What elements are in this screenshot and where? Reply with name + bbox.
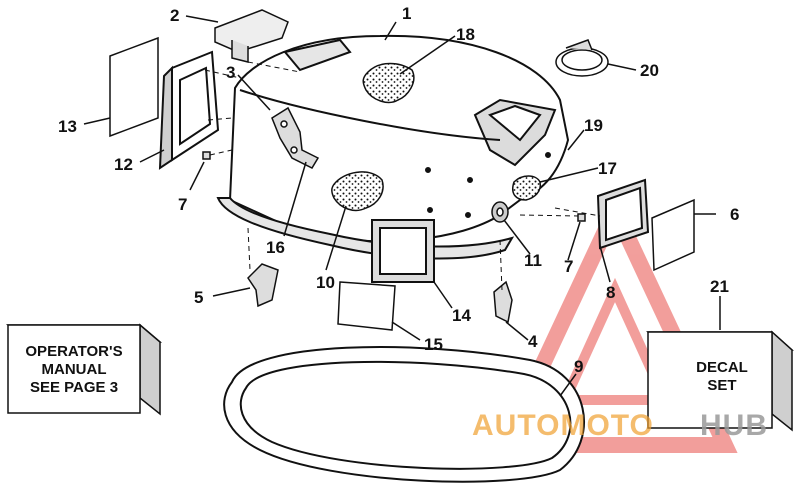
- callout-3: 3: [226, 63, 235, 82]
- callout-14: 14: [452, 306, 471, 325]
- operators-manual-box: [5, 323, 163, 416]
- handle-part: [214, 9, 289, 63]
- callout-9: 9: [574, 357, 583, 376]
- grommet: [491, 201, 509, 223]
- callout-10: 10: [316, 273, 335, 292]
- latch-bracket: [271, 106, 320, 169]
- screw-left: [202, 151, 211, 160]
- decal-set-line1: DECAL: [696, 359, 748, 376]
- leader-lines: [83, 15, 721, 397]
- callout-8: 8: [606, 283, 615, 302]
- decal-set-box: [646, 330, 794, 432]
- watermark-logo: [492, 191, 738, 453]
- callout-15: 15: [424, 335, 443, 354]
- cover-plate-14: [371, 219, 435, 283]
- callout-7-left: 7: [178, 195, 187, 214]
- callout-4: 4: [528, 332, 538, 351]
- callout-7-right: 7: [564, 257, 573, 276]
- decal-sheet-15: [337, 281, 396, 331]
- callout-5: 5: [194, 288, 203, 307]
- callout-6: 6: [730, 205, 739, 224]
- callout-11: 11: [524, 251, 542, 270]
- vent-frame-left: [158, 50, 220, 170]
- decal-set-line2: SET: [707, 377, 736, 394]
- callout-13: 13: [58, 117, 77, 136]
- callout-1: 1: [402, 4, 411, 23]
- screw-right: [577, 213, 586, 222]
- bracket-5: [247, 263, 279, 308]
- callout-18: 18: [456, 25, 475, 44]
- callout-21: 21: [710, 277, 729, 296]
- callout-19: 19: [584, 116, 603, 135]
- cable-coil: [555, 39, 609, 77]
- decal-plate-13: [109, 36, 159, 138]
- operators-manual-line1: OPERATOR'S: [25, 343, 122, 360]
- operators-manual-line2: MANUAL: [42, 361, 107, 378]
- operators-manual-line3: SEE PAGE 3: [30, 379, 118, 396]
- guide-lines: [204, 61, 601, 291]
- sound-pad-17: [512, 175, 542, 201]
- decal-plate-6: [651, 198, 695, 272]
- callout-20: 20: [640, 61, 659, 80]
- callout-17: 17: [598, 159, 617, 178]
- bottom-seal: [223, 346, 585, 483]
- callout-16: 16: [266, 238, 285, 257]
- watermark-text-hub: HUB: [700, 409, 768, 442]
- vent-frame-right: [596, 178, 650, 250]
- sound-pad-10: [331, 171, 384, 212]
- callout-2: 2: [170, 6, 179, 25]
- watermark-text-automoto: AUTOMOTO: [472, 409, 654, 442]
- callout-12: 12: [114, 155, 133, 174]
- engine-cover: [216, 34, 570, 260]
- bracket-4: [493, 280, 513, 324]
